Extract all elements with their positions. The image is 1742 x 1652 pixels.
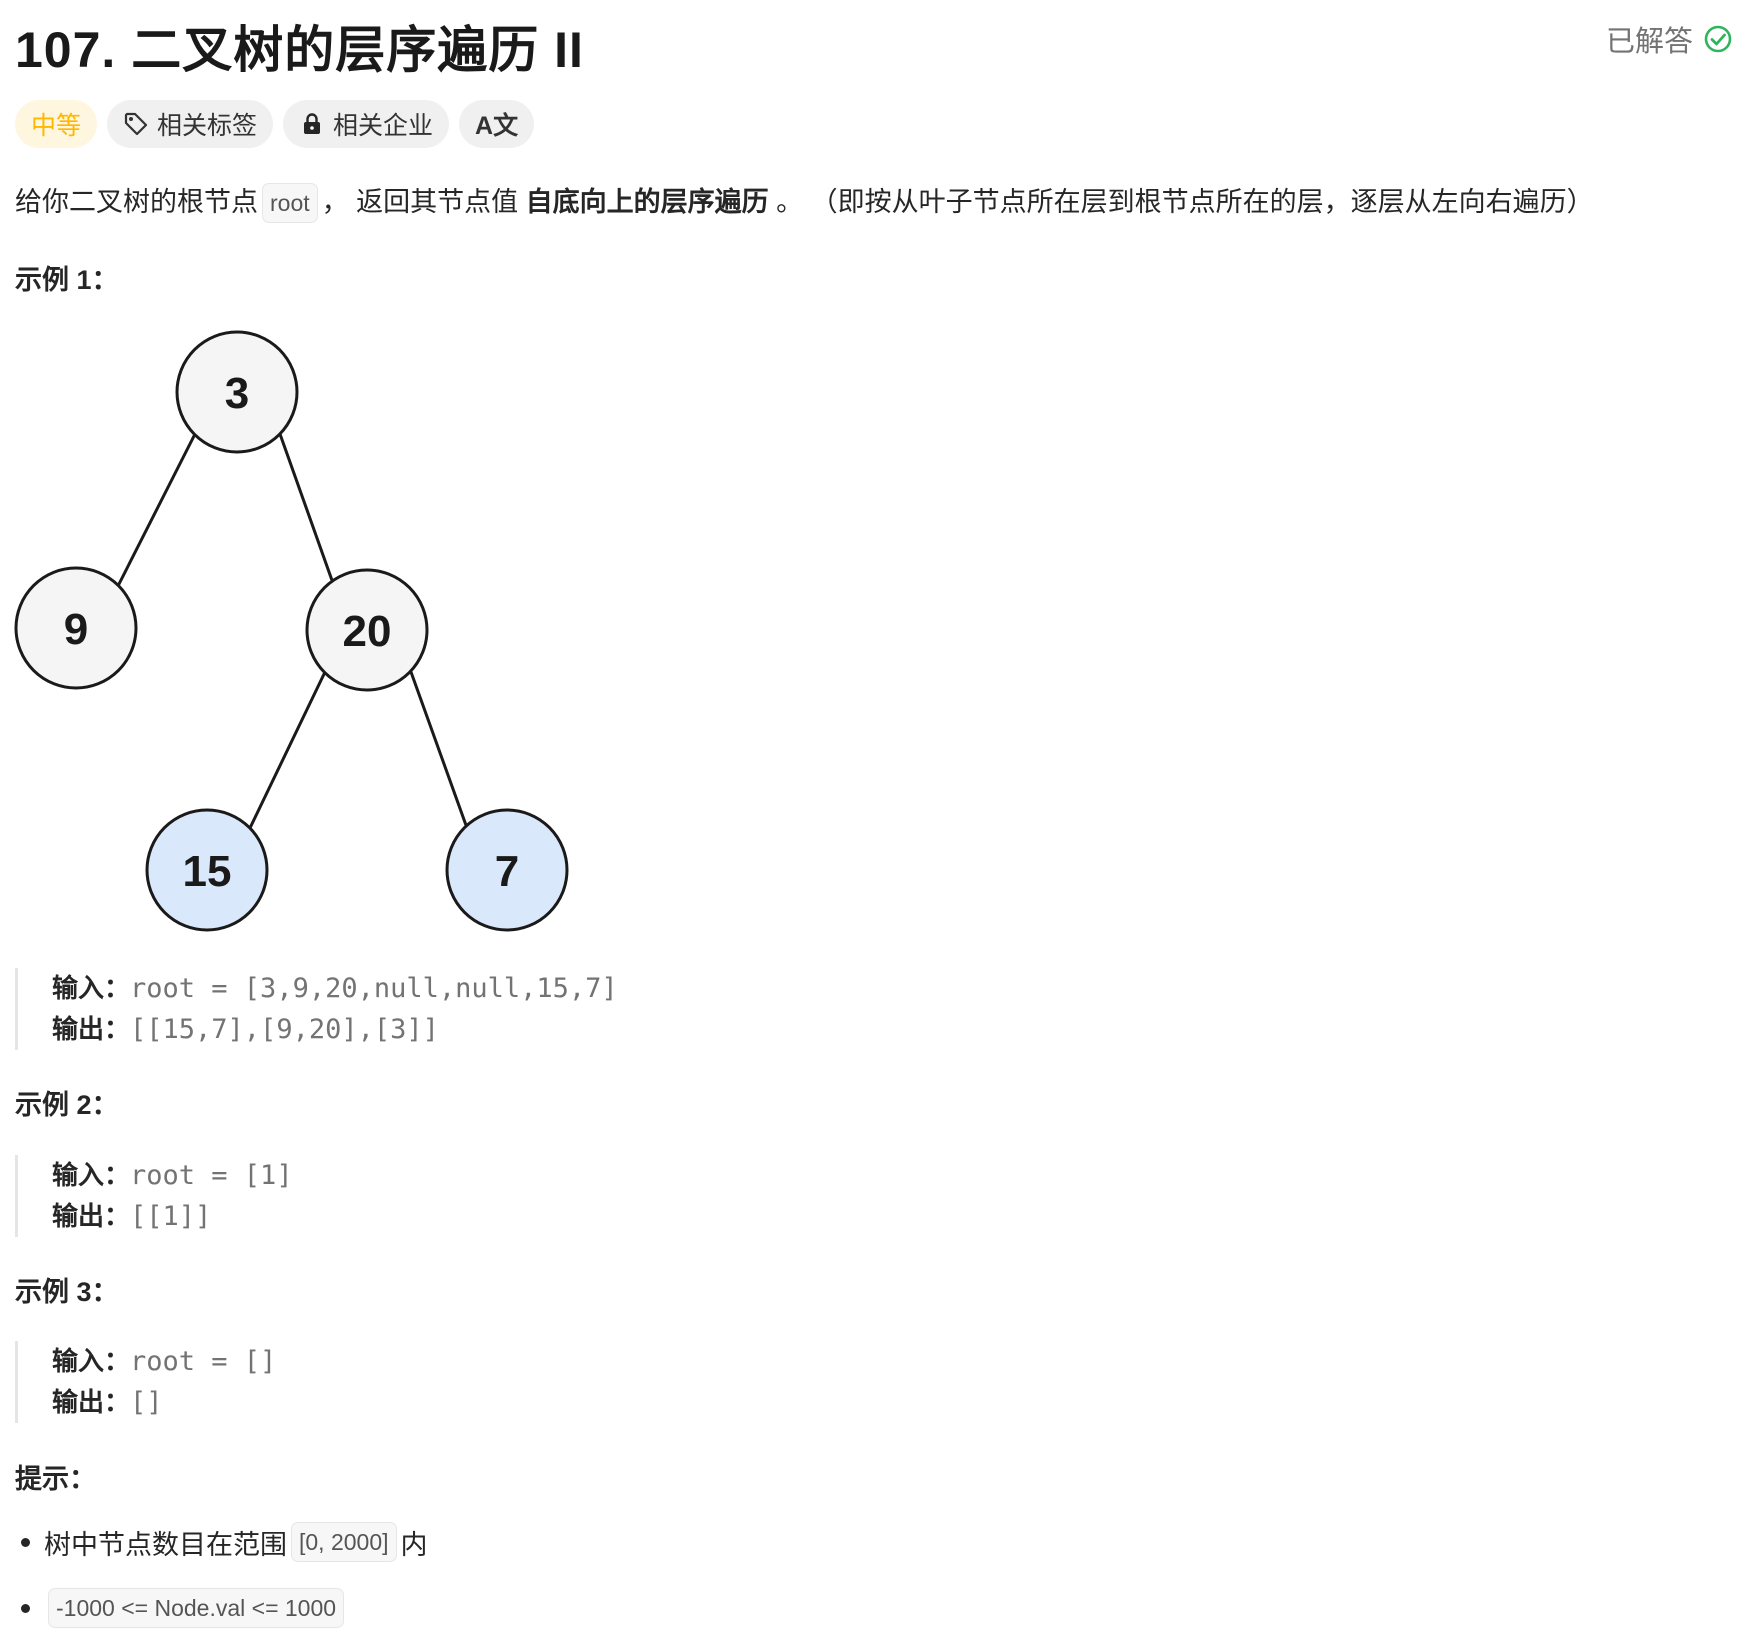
description-text-3: 。 （即按从叶子节点所在层到根节点所在的层，逐层从左向右遍历） [768,187,1594,217]
example-3-input-label: 输入： [52,1346,131,1376]
translate-button[interactable]: A文 [459,100,535,148]
tree-edge-20-7 [409,671,469,829]
tree-node-left: 9 [14,566,138,690]
tree-edge-3-9 [116,433,197,587]
difficulty-label: 中等 [31,112,82,140]
constraint-2-code: -1000 <= Node.val <= 1000 [48,1588,345,1628]
example-1-output-label: 输出： [52,1014,131,1044]
constraint-1-suffix: 内 [400,1529,428,1560]
example-1-tree-diagram: 3 9 20 15 7 [14,330,569,932]
example-2-heading: 示例 2： [15,1090,119,1120]
tag-icon [124,112,148,136]
example-1-input: 输入：root = [3,9,20,null,null,15,7] [52,968,618,1009]
bullet-icon [21,1603,30,1613]
tree-edge-3-20 [278,433,336,587]
tree-node-right-value: 20 [343,607,392,656]
constraints-heading: 提示： [15,1464,96,1494]
problem-title: 107. 二叉树的层序遍历 II [15,10,584,82]
example-1-heading: 示例 1： [15,265,119,295]
example-3-input-value: root = [] [130,1346,277,1377]
example-2-output-label: 输出： [52,1201,131,1231]
example-3-input: 输入：root = [] [52,1341,276,1382]
difficulty-tag[interactable]: 中等 [15,100,98,148]
constraint-1-code: [0, 2000] [291,1522,397,1562]
example-1-block: 输入：root = [3,9,20,null,null,15,7] 输出：[[1… [15,968,618,1050]
constraint-item: -1000 <= Node.val <= 1000 [15,1588,348,1628]
example-1-input-label: 输入： [52,973,131,1003]
translate-icon: A文 [475,112,519,140]
tag-row: 中等 相关标签 相关企业 A文 [15,100,535,148]
tree-node-right-left: 15 [145,808,269,932]
example-3-block: 输入：root = [] 输出：[] [15,1341,276,1423]
title-row: 107. 二叉树的层序遍历 II 已解答 [15,0,1733,78]
related-topics-label: 相关标签 [157,112,258,140]
example-1-output-value: [[15,7],[9,20],[3]] [130,1014,439,1045]
example-3-heading: 示例 3： [15,1277,119,1307]
example-2-input: 输入：root = [1] [52,1155,293,1196]
check-circle-icon [1704,25,1732,53]
solved-status-label: 已解答 [1605,26,1693,58]
solved-status: 已解答 [1606,18,1733,60]
tree-node-right-right: 7 [445,808,569,932]
example-2-input-value: root = [1] [130,1160,293,1191]
description-text-2: ， 返回其节点值 [321,187,519,217]
problem-number: 107. [15,22,117,78]
constraint-1-text: 树中节点数目在范围 [44,1529,287,1560]
tree-node-right-right-value: 7 [495,847,519,896]
description-emphasis: 自底向上的层序遍历 [525,187,769,217]
tree-node-right-left-value: 15 [183,847,232,896]
example-1-output: 输出：[[15,7],[9,20],[3]] [52,1009,618,1050]
example-3-output-label: 输出： [52,1387,131,1417]
constraint-item: 树中节点数目在范围 [0, 2000] 内 [15,1522,428,1562]
related-companies-label: 相关企业 [333,112,434,140]
tree-edge-20-15 [248,671,327,829]
description-code-root: root [262,183,318,223]
tree-node-root: 3 [175,330,299,454]
related-companies-button[interactable]: 相关企业 [283,100,450,148]
example-1-input-value: root = [3,9,20,null,null,15,7] [130,973,618,1004]
example-3-output: 输出：[] [52,1382,276,1423]
tree-node-right: 20 [305,568,429,692]
related-topics-button[interactable]: 相关标签 [107,100,274,148]
problem-name: 二叉树的层序遍历 II [131,22,584,78]
description-text-1: 给你二叉树的根节点 [15,187,258,217]
example-3-output-value: [] [130,1387,163,1418]
lock-icon [304,113,321,134]
example-2-output-value: [[1]] [130,1201,212,1232]
tree-node-root-value: 3 [225,369,249,418]
example-2-block: 输入：root = [1] 输出：[[1]] [15,1155,293,1237]
example-2-output: 输出：[[1]] [52,1196,293,1237]
example-2-input-label: 输入： [52,1160,131,1190]
tree-node-left-value: 9 [64,605,88,654]
bullet-icon [21,1537,30,1547]
